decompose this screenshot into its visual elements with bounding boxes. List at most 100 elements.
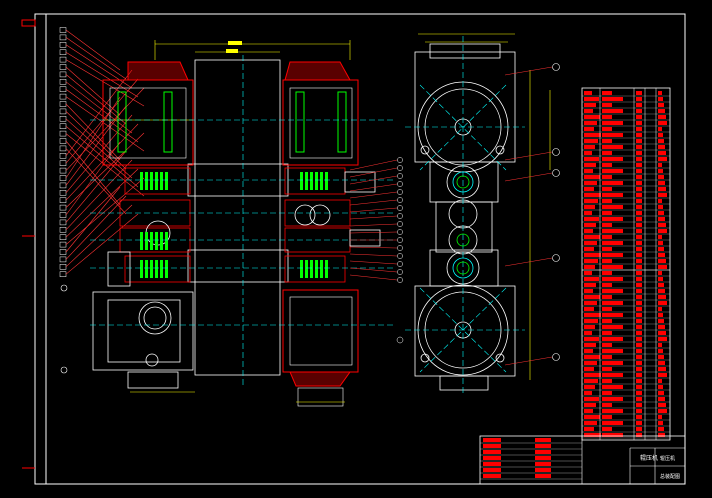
parts-row-fill	[602, 319, 612, 323]
leader-line	[349, 260, 398, 265]
parts-row-fill	[602, 325, 623, 329]
leader-line	[504, 257, 553, 267]
parts-row-fill	[658, 373, 667, 377]
parts-row-fill	[602, 361, 623, 365]
parts-row-fill	[658, 361, 665, 365]
leader-line	[349, 246, 398, 249]
parts-row-fill	[602, 109, 623, 113]
leader-line	[65, 132, 145, 208]
parts-row-fill	[602, 265, 623, 269]
parts-row-fill	[584, 121, 597, 125]
parts-row-fill	[658, 217, 665, 221]
parts-row-fill	[584, 151, 592, 155]
parts-row-fill	[584, 181, 597, 185]
parts-row-fill	[584, 127, 594, 131]
parts-row-fill	[602, 295, 612, 299]
parts-row-fill	[602, 397, 623, 401]
parts-row-fill	[658, 97, 663, 101]
parts-row-fill	[584, 307, 594, 311]
parts-row-fill	[658, 349, 663, 353]
gear-tooth	[145, 260, 148, 278]
roller-body	[187, 59, 289, 376]
parts-row-fill	[602, 205, 623, 209]
leader-line	[349, 223, 398, 227]
parts-row-fill	[602, 349, 623, 353]
revision-fill	[535, 456, 551, 460]
title-block: 辊压机 辊压机 总装配图	[479, 435, 686, 485]
leader-line	[349, 253, 398, 257]
upper-left-bearing-housing	[102, 61, 194, 166]
gear-tooth	[325, 172, 328, 190]
gear-tooth	[155, 172, 158, 190]
gear-tooth	[165, 232, 168, 250]
parts-row-fill	[636, 331, 642, 335]
parts-row-fill	[658, 355, 664, 359]
parts-row-fill	[584, 157, 599, 161]
parts-row-fill	[658, 325, 665, 329]
parts-row-fill	[636, 187, 642, 191]
parts-row-fill	[636, 253, 642, 257]
parts-row-fill	[658, 307, 662, 311]
leader-line	[349, 199, 398, 206]
leader-line	[504, 66, 553, 76]
leader-line	[65, 29, 121, 71]
parts-row-fill	[584, 295, 600, 299]
gear-tooth	[320, 172, 323, 190]
part-balloon	[59, 71, 67, 78]
upper-roller-housing	[414, 43, 516, 173]
parts-row-fill	[636, 145, 642, 149]
parts-row-fill	[584, 337, 599, 341]
parts-row-fill	[658, 151, 666, 155]
leader-line	[65, 118, 133, 179]
parts-row-fill	[636, 97, 642, 101]
parts-row-fill	[584, 325, 595, 329]
gear-tooth	[155, 260, 158, 278]
parts-row-fill	[602, 337, 623, 341]
parts-row-fill	[602, 343, 612, 347]
lower-right-bearing-housing	[282, 289, 359, 407]
part-balloon	[59, 249, 67, 255]
parts-list-rows	[582, 91, 670, 439]
part-balloon	[59, 212, 67, 218]
parts-row-fill	[658, 169, 663, 173]
leader-line	[65, 150, 127, 223]
parts-row-fill	[602, 223, 612, 227]
parts-row-fill	[602, 235, 612, 239]
parts-row-fill	[658, 277, 663, 281]
part-balloon	[397, 197, 403, 203]
leader-line	[65, 148, 127, 215]
side-view-accents	[456, 175, 470, 275]
parts-row-fill	[636, 229, 642, 233]
part-balloon	[59, 145, 67, 152]
part-balloon	[397, 237, 403, 243]
part-balloon-column-right	[349, 157, 404, 344]
revision-fill	[483, 456, 501, 460]
parts-row-fill	[584, 133, 601, 137]
gear-tooth	[160, 260, 163, 278]
parts-row-fill	[602, 415, 612, 419]
parts-row-fill	[602, 301, 623, 305]
part-balloon	[59, 79, 67, 85]
part-balloon	[59, 86, 67, 92]
part-balloon	[59, 116, 67, 122]
parts-row-fill	[584, 235, 600, 239]
part-balloon	[59, 227, 67, 233]
parts-row-fill	[584, 187, 594, 191]
parts-row-fill	[636, 127, 642, 131]
part-balloon	[397, 253, 403, 259]
parts-row-fill	[658, 289, 665, 293]
part-balloon	[59, 167, 67, 174]
parts-row-fill	[584, 433, 601, 437]
parts-row-fill	[636, 343, 642, 347]
part-balloon	[397, 221, 403, 227]
parts-row-fill	[636, 355, 642, 359]
parts-row-fill	[602, 379, 612, 383]
parts-row-fill	[584, 163, 596, 167]
parts-row-fill	[584, 97, 599, 101]
parts-row-fill	[584, 373, 601, 377]
parts-row-fill	[658, 409, 667, 413]
part-balloon	[59, 108, 67, 115]
parts-row-fill	[584, 103, 596, 107]
parts-row-fill	[584, 391, 592, 395]
